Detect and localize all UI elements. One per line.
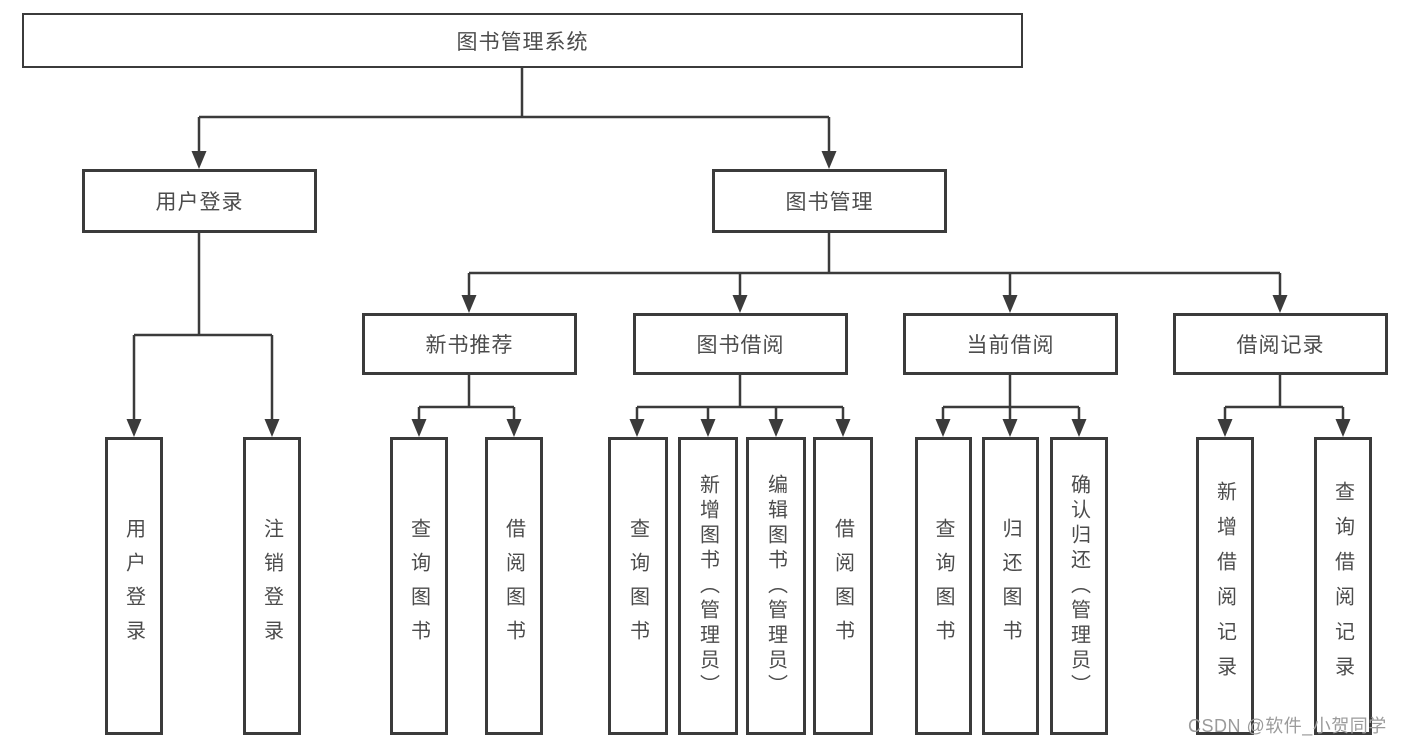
leaf-confirm-return-admin: 确认归还（管理员） [1050,437,1108,735]
connector-book-borrow-subtree [629,375,851,437]
node-label: 借阅记录 [1236,334,1325,357]
connector-root-to-level2 [191,68,837,169]
leaf-query-borrow-record: 查询借阅记录 [1314,437,1372,735]
arrowhead-icon [700,419,716,437]
arrowhead-icon [1272,295,1288,313]
leaf-logout: 注销登录 [243,437,301,735]
node-label: 新增借阅记录 [1213,481,1236,691]
arrowhead-icon [264,419,280,437]
leaf-query-books-current: 查询图书 [915,437,972,735]
node-label: 借阅图书 [502,518,525,654]
node-label: 图书管理 [785,191,874,214]
node-label: 用户登录 [122,518,145,654]
leaf-borrow-books: 借阅图书 [813,437,873,735]
arrowhead-icon [1217,419,1233,437]
node-label: 查询图书 [932,518,954,654]
arrowhead-icon [506,419,522,437]
connector-borrow-records-subtree [1217,375,1351,437]
leaf-add-borrow-record: 新增借阅记录 [1196,437,1254,735]
csdn-watermark: CSDN @软件_小贺同学 [1188,716,1387,736]
node-label: 图书管理系统 [456,30,589,54]
connector-user-login-subtree [126,233,280,437]
node-current-borrow: 当前借阅 [903,313,1118,375]
connector-current-borrow-subtree [935,375,1087,437]
arrowhead-icon [768,419,784,437]
arrowhead-icon [1071,419,1087,437]
arrowhead-icon [629,419,645,437]
leaf-borrow-books-recommend: 借阅图书 [485,437,543,735]
leaf-query-books-borrow: 查询图书 [608,437,668,735]
arrowhead-icon [411,419,427,437]
node-label: 查询图书 [626,518,649,654]
node-library-management-system: 图书管理系统 [22,13,1023,68]
leaf-add-book-admin: 新增图书（管理员） [678,437,738,735]
leaf-edit-book-admin: 编辑图书（管理员） [746,437,806,735]
arrowhead-icon [835,419,851,437]
arrowhead-icon [1002,295,1018,313]
node-label: 当前借阅 [966,334,1055,357]
node-label: 新增图书（管理员） [696,473,719,699]
arrowhead-icon [126,419,142,437]
arrowhead-icon [1335,419,1351,437]
node-book-management-branch: 图书管理 [712,169,947,233]
node-label: 用户登录 [155,191,244,214]
leaf-return-books: 归还图书 [982,437,1039,735]
arrowhead-icon [191,151,207,169]
node-label: 借阅图书 [831,518,854,654]
node-label: 确认归还（管理员） [1067,473,1090,699]
arrowhead-icon [935,419,951,437]
node-label: 注销登录 [260,518,283,654]
node-label: 查询借阅记录 [1331,481,1354,691]
arrowhead-icon [821,151,837,169]
node-user-login-branch: 用户登录 [82,169,317,233]
node-borrow-records: 借阅记录 [1173,313,1388,375]
arrowhead-icon [1002,419,1018,437]
node-new-book-recommend: 新书推荐 [362,313,577,375]
node-book-borrow: 图书借阅 [633,313,848,375]
arrowhead-icon [461,295,477,313]
arrowhead-icon [732,295,748,313]
connector-new-book-subtree [411,375,522,437]
connector-book-mgmt-to-level3 [461,233,1288,313]
node-label: 归还图书 [999,518,1021,654]
node-label: 新书推荐 [425,334,514,357]
node-label: 图书借阅 [696,334,785,357]
leaf-query-books-recommend: 查询图书 [390,437,448,735]
leaf-user-login: 用户登录 [105,437,163,735]
node-label: 编辑图书（管理员） [764,473,787,699]
node-label: 查询图书 [407,518,430,654]
